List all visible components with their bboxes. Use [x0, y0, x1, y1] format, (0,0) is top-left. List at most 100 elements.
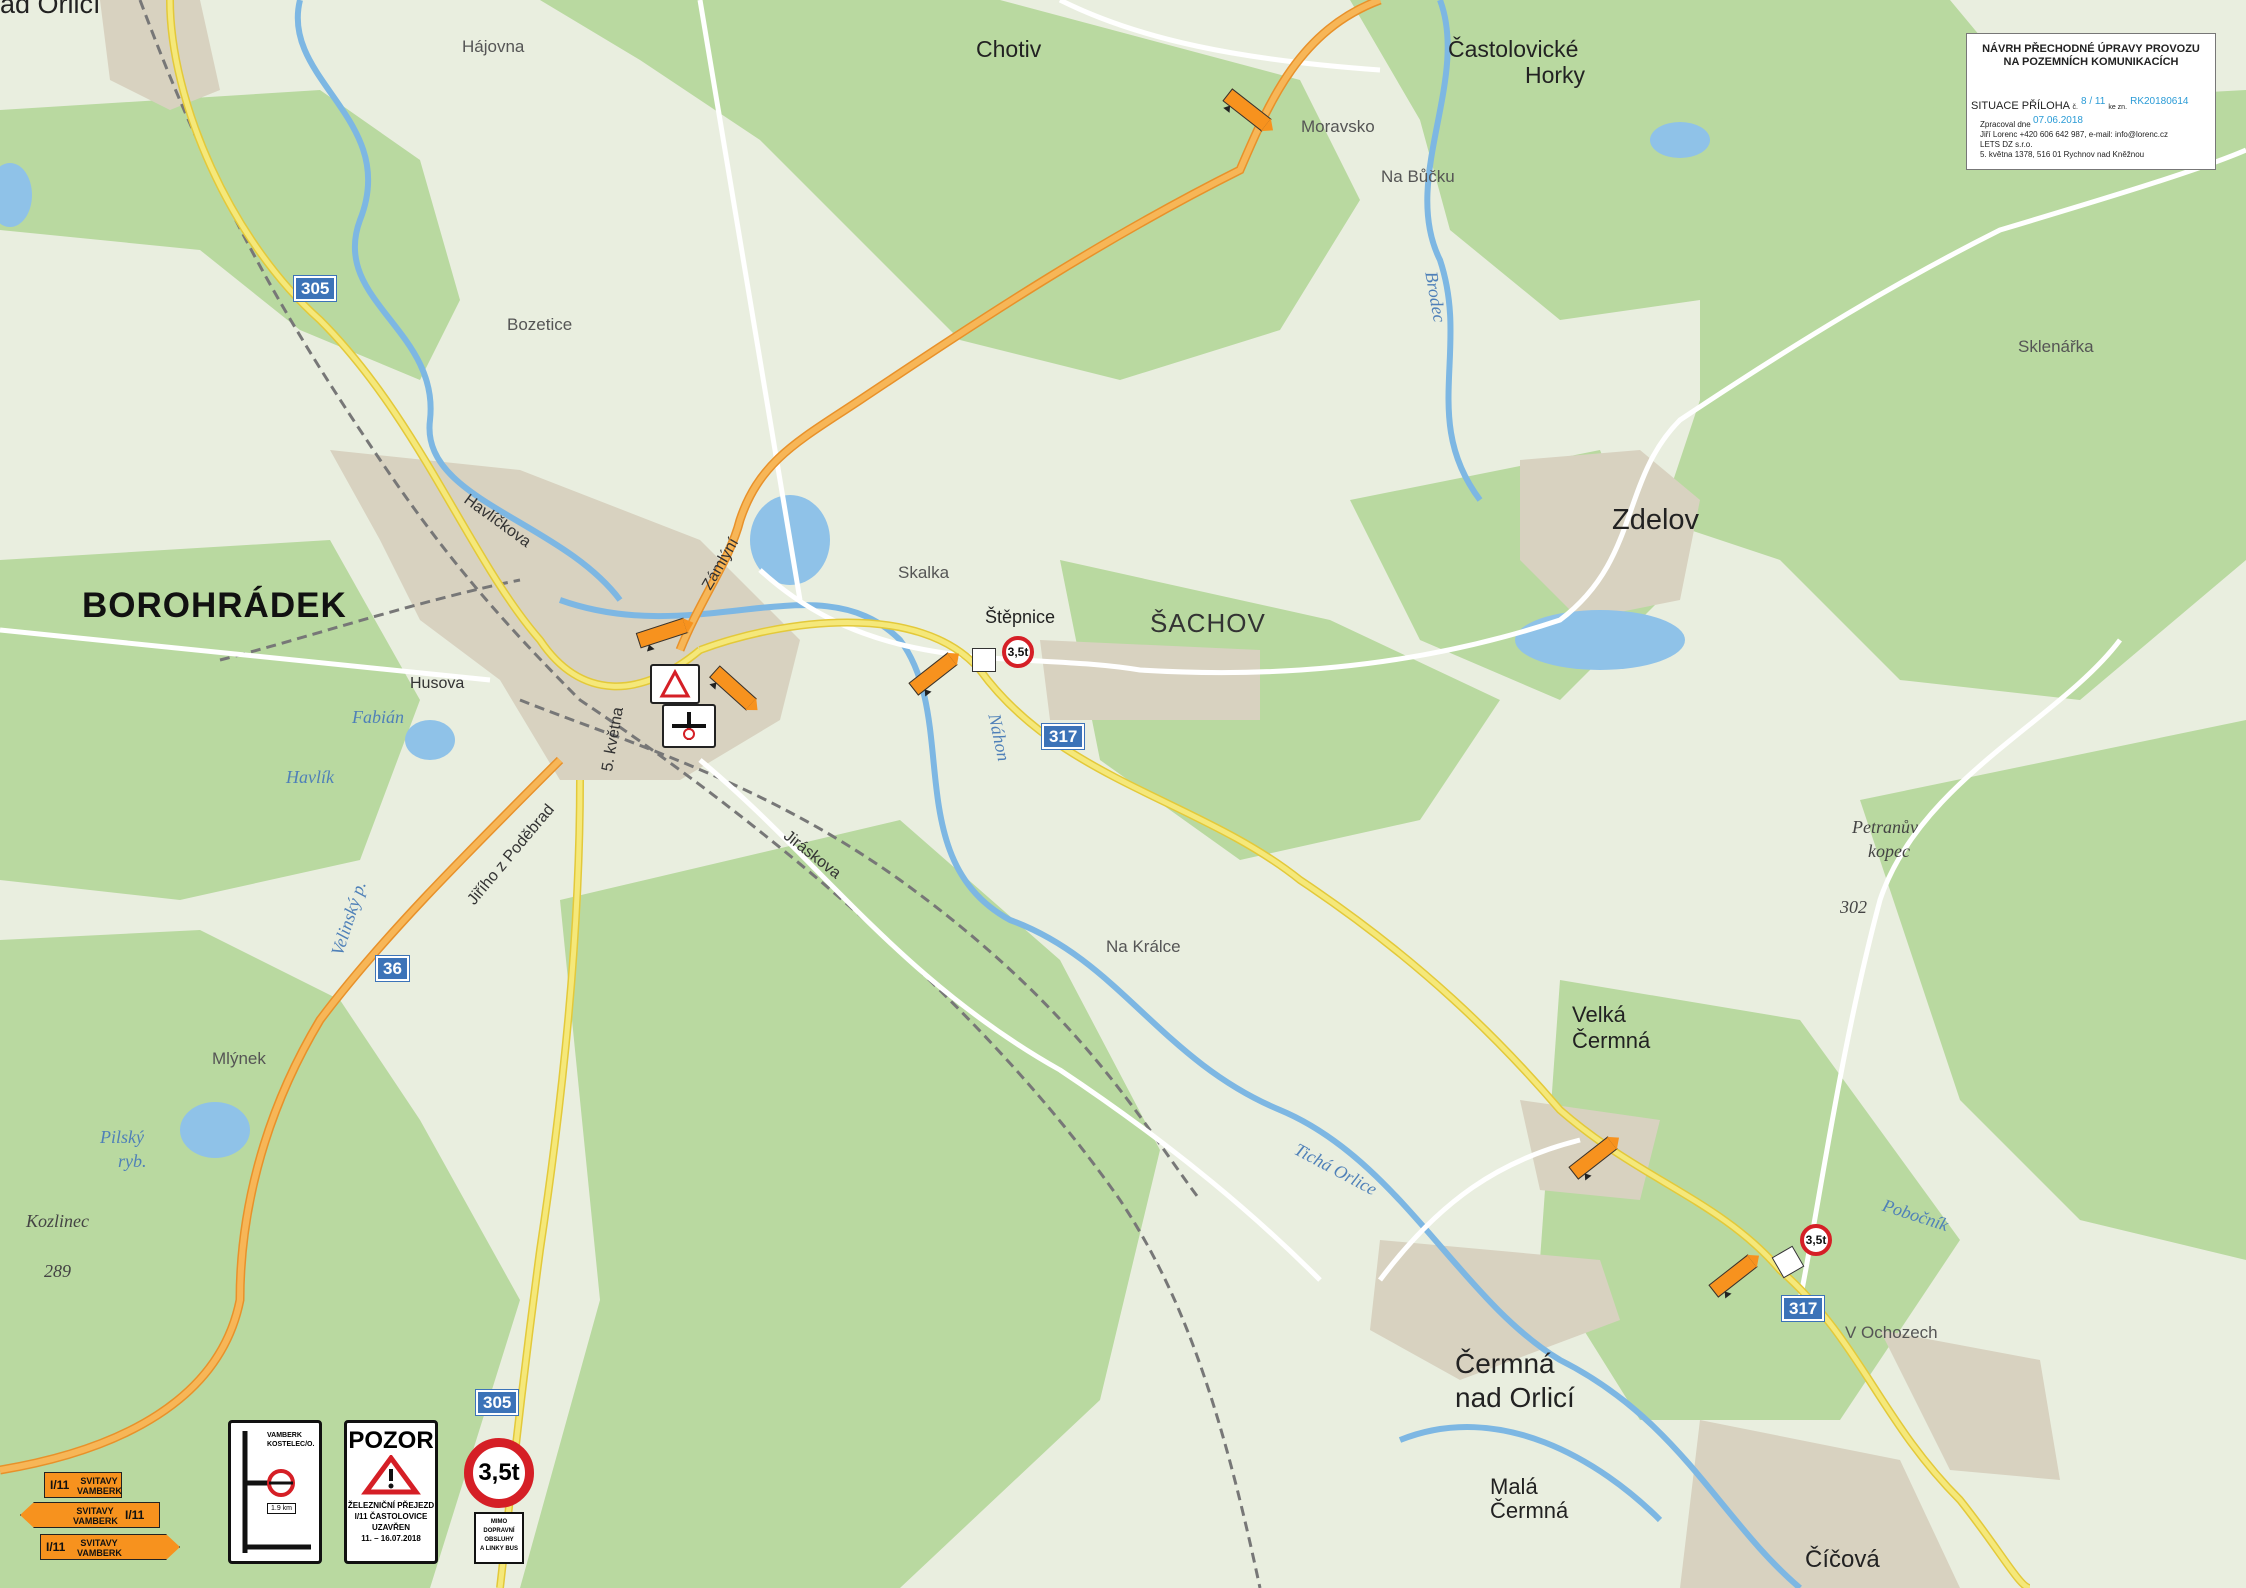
legend-weight-limit-sign: 3,5t: [464, 1438, 534, 1508]
warning-title: POZOR: [348, 1427, 434, 1454]
minor-roads: [0, 0, 2246, 1301]
place-skalka: Skalka: [898, 563, 950, 582]
place-horky: Horky: [1525, 62, 1586, 88]
place-sklenarka: Sklenářka: [2018, 337, 2094, 356]
title-heading-line1: NÁVRH PŘECHODNÉ ÚPRAVY PROVOZU: [1982, 43, 2200, 55]
railway-lines: [138, 0, 1262, 1588]
map-weight-plate-sachov: [972, 648, 996, 672]
situation-prefix: SITUACE PŘÍLOHA: [1971, 100, 2070, 112]
legend-junction-sign: VAMBERK KOSTELEC/O. 1.9 km: [228, 1420, 322, 1564]
warning-line1: ŽELEZNIČNÍ PŘEJEZD: [347, 1501, 435, 1510]
title-block: NÁVRH PŘECHODNÉ ÚPRAVY PROVOZU NA POZEMN…: [1966, 33, 2216, 170]
map-junction-sign[interactable]: [662, 704, 716, 748]
road-shield-305-south: 305: [476, 1390, 519, 1415]
road-shield-317-west: 317: [1042, 724, 1085, 749]
place-velka-cermna: Čermná: [1572, 1028, 1651, 1053]
place-moravsko: Moravsko: [1301, 117, 1375, 136]
attachment-number: 8 / 11: [2081, 96, 2106, 107]
dir-sign-2-number: I/11: [125, 1508, 145, 1522]
map-warning-sign[interactable]: [650, 664, 700, 704]
map-weight-limit-sign-east[interactable]: 3,5t: [1800, 1224, 1832, 1256]
elevation-289: 289: [44, 1261, 71, 1281]
reference-number: RK20180614: [2130, 96, 2189, 107]
place-kozlinec: Kozlinec: [26, 1211, 89, 1231]
water-havlik: Havlík: [286, 767, 334, 787]
prepared-info: Zpracoval dne 07.06.2018 Jiří Lorenc +42…: [1980, 116, 2169, 160]
place-v-ochozech: V Ochozech: [1845, 1323, 1938, 1342]
place-velka: Velká: [1572, 1002, 1626, 1027]
place-stepnice: Štěpnice: [985, 607, 1056, 627]
warning-line4: 11. – 16.07.2018: [361, 1534, 421, 1543]
place-borohradek: BOROHRÁDEK: [82, 586, 347, 625]
situation-c: č.: [2072, 104, 2078, 111]
road-shield-305-north: 305: [294, 276, 337, 301]
rivers: [294, 0, 1802, 1588]
dir-sign-1-line1: SVITAVY: [80, 1476, 118, 1486]
place-petranuv: Petranův: [1852, 817, 1918, 837]
junction-distance: 1.9 km: [267, 1503, 297, 1514]
junction-line1: VAMBERK: [267, 1432, 302, 1439]
warning-triangle-icon: [659, 668, 691, 698]
weight-plate-line1: MIMO: [490, 1519, 508, 1525]
dir-sign-2-line1: SVITAVY: [76, 1506, 114, 1516]
situation-line: SITUACE PŘÍLOHA č. 8 / 11 ke zn. RK20180…: [1971, 96, 2188, 112]
weight-plate-line3: OBSLUHY: [484, 1537, 514, 1543]
dir-sign-1-line2: VAMBERK: [77, 1486, 122, 1496]
place-mlynek: Mlýnek: [212, 1049, 266, 1068]
water-ryb: ryb.: [118, 1151, 147, 1171]
place-cermna-nad-orlici: Čermná: [1455, 1348, 1555, 1379]
weight-plate-line2: DOPRAVNÍ: [483, 1528, 515, 1534]
place-kopec: kopec: [1868, 841, 1910, 861]
place-mala-cermna: Čermná: [1490, 1498, 1569, 1523]
dir-sign-3-number: I/11: [46, 1540, 66, 1554]
title-heading: NÁVRH PŘECHODNÉ ÚPRAVY PROVOZU NA POZEMN…: [1967, 43, 2215, 69]
ke-zn-label: ke zn.: [2108, 104, 2128, 111]
place-bozetice: Bozetice: [507, 315, 573, 334]
dir-sign-1-number: I/11: [50, 1478, 70, 1492]
title-heading-line2: NA POZEMNÍCH KOMUNIKACÍCH: [2003, 56, 2179, 68]
prepared-label: Zpracoval dne: [1980, 120, 2031, 129]
place-hajovna: Hájovna: [462, 37, 525, 56]
dir-sign-3-line1: SVITAVY: [80, 1538, 118, 1548]
water-fabian: Fabián: [352, 707, 404, 727]
company-line: LETS DZ s.r.o.: [1980, 140, 2033, 149]
weight-plate-line4: A LINKY BUS: [479, 1546, 518, 1552]
road-shield-36: 36: [376, 956, 409, 981]
street-husova: Husova: [410, 675, 465, 692]
place-nad-orlici-cut: ad Orlicí: [0, 0, 101, 19]
road-shield-317-east: 317: [1782, 1296, 1825, 1321]
warning-line3: UZAVŘEN: [371, 1523, 411, 1532]
legend-weight-plate: MIMO DOPRAVNÍ OBSLUHY A LINKY BUS: [474, 1512, 524, 1564]
junction-arrow-icon: [672, 712, 706, 740]
junction-line2: KOSTELEC/O.: [267, 1441, 315, 1448]
place-na-bucku: Na Bůčku: [1381, 167, 1455, 186]
dir-sign-2-line2: VAMBERK: [73, 1516, 118, 1526]
place-chotiv: Chotiv: [976, 36, 1042, 62]
place-mala: Malá: [1490, 1474, 1538, 1499]
elevation-302: 302: [1840, 897, 1867, 917]
map-weight-limit-sign-sachov[interactable]: 3,5t: [1002, 636, 1034, 668]
junction-destinations: VAMBERK KOSTELEC/O.: [267, 1431, 314, 1449]
water-pilsky: Pilský: [100, 1127, 144, 1147]
place-zdelov: Zdelov: [1612, 504, 1700, 536]
warning-text: ŽELEZNIČNÍ PŘEJEZD I/11 ČASTOLOVICE UZAV…: [347, 1500, 435, 1544]
place-castolovicke: Častolovické: [1448, 36, 1579, 62]
legend-warning-sign: POZOR ŽELEZNIČNÍ PŘEJEZD I/11 ČASTOLOVIC…: [344, 1420, 438, 1564]
place-nad-orlici: nad Orlicí: [1455, 1382, 1575, 1413]
prepared-date: 07.06.2018: [2032, 115, 2083, 126]
dir-sign-3-line2: VAMBERK: [77, 1548, 122, 1558]
place-na-kralce: Na Králce: [1106, 937, 1181, 956]
contact-line: Jiří Lorenc +420 606 642 987, e-mail: in…: [1980, 130, 2169, 139]
junction-diagram-icon: [242, 1431, 311, 1553]
address-line: 5. května 1378, 516 01 Rychnov nad Kněžn…: [1980, 150, 2145, 159]
warning-exclamation-icon: [361, 1453, 421, 1495]
primary-roads-fill: [0, 0, 1382, 1473]
place-cicova: Číčová: [1805, 1546, 1880, 1573]
place-sachov: ŠACHOV: [1150, 608, 1266, 638]
